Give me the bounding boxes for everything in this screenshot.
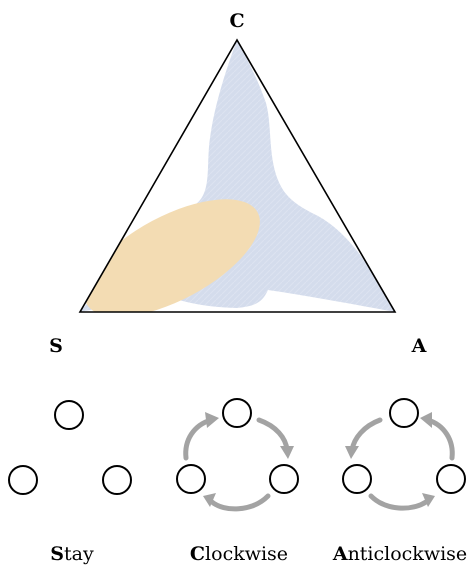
caption-rest: tay	[64, 543, 94, 565]
arrow-head-bottom	[422, 493, 435, 507]
arrow-arc-bottom	[209, 493, 271, 512]
legend-caption-anticlockwise: Anticlockwise	[332, 543, 467, 565]
arrow-head-upper-left	[205, 412, 219, 428]
vertex-label-left: S	[49, 335, 63, 357]
arrow-head-upper-left	[345, 446, 359, 459]
node-circle	[222, 398, 252, 428]
node-circle	[436, 464, 466, 494]
caption-rest: lockwise	[205, 543, 288, 565]
arrow-arc-upper-right	[256, 417, 290, 453]
node-circle	[269, 464, 299, 494]
legend-caption-stay: Stay	[50, 543, 94, 565]
vertex-label-right: A	[411, 335, 427, 357]
caption-initial: C	[190, 543, 205, 565]
arrow-head-upper-right	[280, 446, 294, 459]
simplex-triangle	[78, 38, 397, 313]
caption-rest: nticlockwise	[348, 543, 468, 565]
node-circle	[342, 464, 372, 494]
arrow-arc-upper-left	[349, 417, 383, 453]
node-circle	[8, 465, 38, 495]
node-circle	[176, 464, 206, 494]
legend-stay: Stay	[8, 400, 132, 565]
legend-caption-clockwise: Clockwise	[190, 543, 288, 565]
vertex-label-top: C	[229, 10, 244, 32]
orange-region	[84, 199, 260, 312]
arrow-head-upper-right	[420, 412, 432, 428]
caption-initial: A	[332, 543, 348, 565]
caption-initial: S	[50, 543, 64, 565]
node-circle	[389, 398, 419, 428]
arrow-arc-bottom	[368, 493, 429, 511]
legend-anticlockwise: Anticlockwise	[332, 398, 467, 565]
legend-clockwise: Clockwise	[176, 398, 299, 565]
arrow-head-bottom	[203, 493, 216, 507]
simplex	[78, 38, 397, 313]
node-circle	[102, 465, 132, 495]
node-circle	[54, 400, 84, 430]
